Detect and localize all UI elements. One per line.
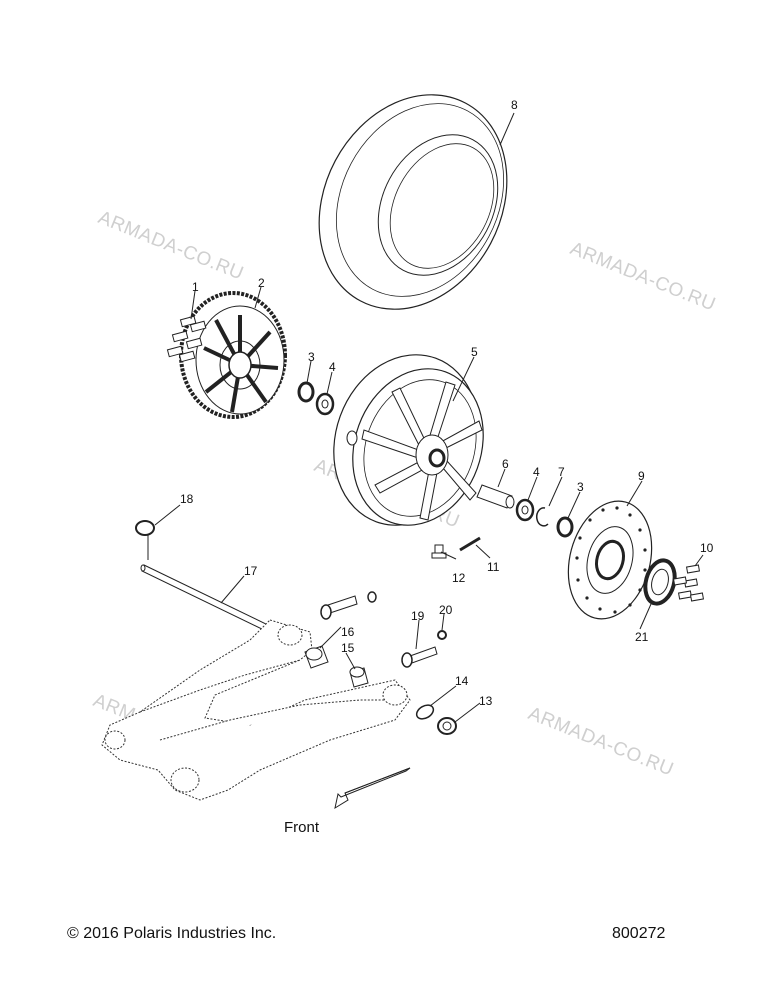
collar-part [437,717,457,735]
callout-12: 12 [452,571,466,585]
bearing-left-part [315,392,335,416]
diagram-reference-number: 800272 [612,925,666,942]
callout-15: 15 [341,641,355,655]
bushing-upper-part [320,591,377,620]
callout-18: 18 [180,492,194,506]
rear-wheel-part [333,354,484,526]
callout-14: 14 [455,674,469,688]
axle-cap-part [135,520,155,536]
callout-4-left: 4 [329,360,336,374]
callout-9: 9 [638,469,645,483]
callout-2: 2 [258,276,265,290]
callout-3-left: 3 [308,350,315,364]
valve-part [431,544,447,559]
callout-19: 19 [411,609,425,623]
swingarm-part [101,619,411,801]
pivot-nut-part [437,630,447,640]
callout-4-right: 4 [533,465,540,479]
spacer-part [476,484,515,509]
washer-part [415,704,435,720]
callout-6: 6 [502,457,509,471]
pivot-bolt-part [401,646,438,668]
disc-ring-part [643,558,677,606]
callout-3-right: 3 [577,480,584,494]
callout-11: 11 [487,560,500,574]
callout-8: 8 [511,98,518,112]
copyright-text: © 2016 Polaris Industries Inc. [67,925,277,942]
callout-10: 10 [700,541,714,555]
seal-right-part [556,516,574,538]
sprocket-bolts-part [166,315,207,363]
brake-disc-part [567,500,653,620]
callout-13: 13 [479,694,493,708]
front-direction-arrow [334,767,411,810]
callout-16: 16 [341,625,355,639]
callout-20: 20 [439,603,453,617]
callout-5: 5 [471,345,478,359]
callout-17: 17 [244,564,258,578]
balance-weight-part [459,536,481,552]
bushing-15-part [349,666,369,688]
watermark-top-left: ARMADA-CO.RU [95,207,246,284]
callout-21: 21 [635,630,649,644]
circlip-part [536,507,549,527]
tire-part [318,94,508,310]
watermark-top-right: ARMADA-CO.RU [567,238,718,315]
callout-7: 7 [558,465,565,479]
bushing-16-part [304,645,329,669]
front-direction-label: Front [284,819,320,836]
callout-numbers: 1 2 3 4 5 6 4 7 3 9 8 18 17 16 15 19 20 … [180,98,714,708]
leader-lines [147,112,704,723]
callout-1: 1 [192,280,199,294]
bearing-right-part [515,498,535,522]
disc-bolts-part [672,564,705,602]
drive-sprocket-part [179,291,287,419]
watermark-bottom-right: ARMADA-CO.RU [525,703,676,780]
seal-left-part [297,381,315,403]
